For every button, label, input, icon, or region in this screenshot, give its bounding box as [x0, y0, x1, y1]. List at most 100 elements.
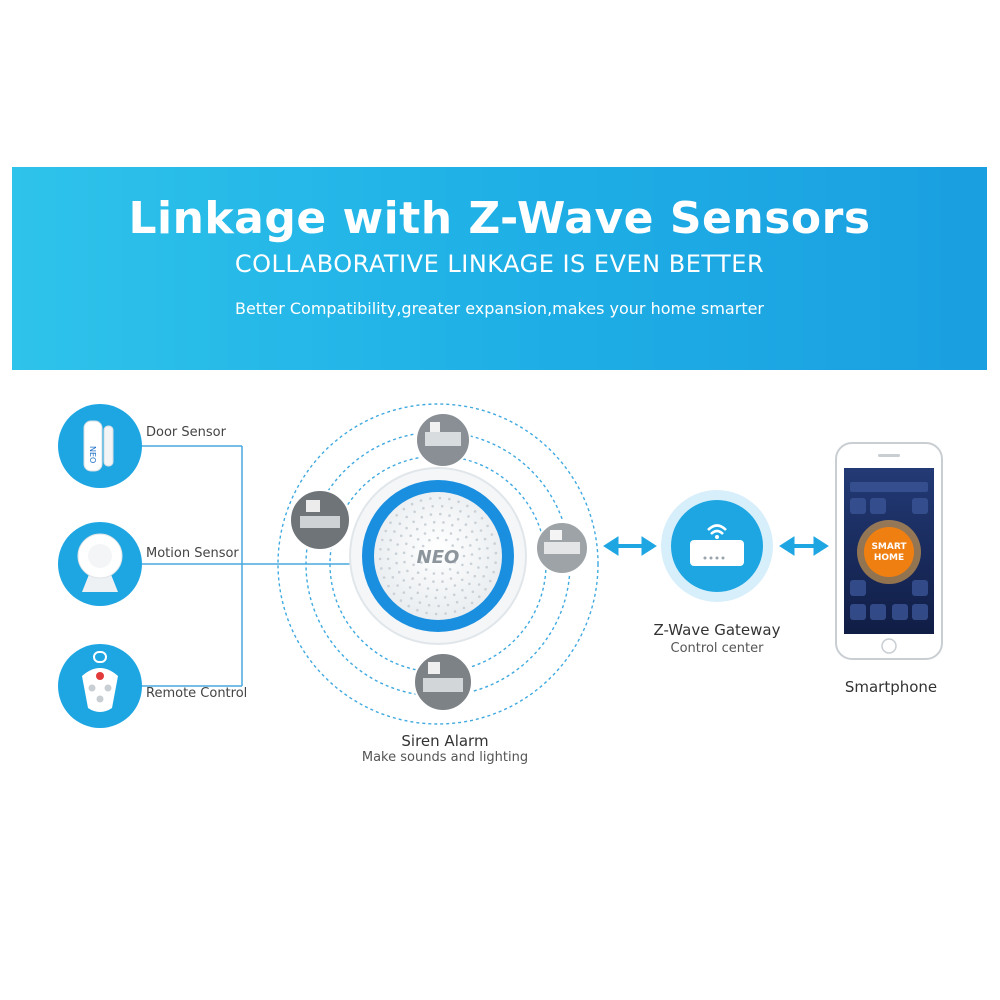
speaker-hole: [492, 570, 496, 574]
speaker-hole: [422, 506, 425, 510]
speaker-hole: [396, 543, 399, 546]
speaker-hole: [378, 557, 382, 561]
speaker-hole: [419, 499, 423, 502]
speaker-hole: [418, 583, 421, 586]
speaker-hole: [493, 542, 497, 545]
speaker-hole: [425, 595, 428, 598]
speaker-hole: [490, 533, 494, 536]
speaker-hole: [420, 515, 424, 519]
speaker-hole: [397, 570, 401, 574]
speaker-hole: [424, 568, 428, 571]
speaker-hole: [449, 532, 453, 535]
speaker-hole: [462, 606, 466, 610]
speaker-hole: [471, 590, 475, 594]
speaker-hole: [384, 529, 388, 533]
speaker-hole: [461, 545, 464, 549]
speaker-hole: [380, 567, 383, 570]
speaker-hole: [443, 596, 447, 599]
speaker-hole: [454, 552, 458, 555]
speaker-hole: [395, 561, 398, 565]
speaker-hole: [434, 596, 438, 600]
speaker-hole: [432, 572, 436, 575]
speaker-hole: [469, 562, 473, 566]
speaker-hole: [410, 502, 414, 506]
speaker-hole: [439, 512, 442, 516]
speaker-hole: [432, 520, 436, 524]
double-arrow-siren-gateway: [603, 536, 657, 556]
svg-text:NEO: NEO: [88, 446, 97, 463]
speaker-hole: [451, 544, 455, 547]
speaker-hole: [452, 593, 456, 597]
speaker-hole: [484, 588, 487, 591]
speaker-hole: [461, 588, 464, 592]
speaker-hole: [456, 517, 460, 521]
room-thumbnail-right: [535, 521, 589, 575]
smartphone-label: Smartphone: [844, 678, 938, 696]
speaker-hole: [405, 526, 408, 530]
speaker-hole: [421, 544, 425, 548]
speaker-hole: [494, 551, 498, 555]
speaker-hole: [392, 592, 396, 596]
speaker-hole: [382, 576, 386, 579]
speaker-hole: [448, 497, 451, 501]
speaker-hole: [393, 530, 396, 533]
speaker-hole: [486, 524, 489, 528]
speaker-hole: [444, 612, 447, 615]
room-thumbnail-bottom: [413, 652, 473, 712]
smart-home-badge-line1: SMART: [871, 542, 907, 552]
speaker-hole: [434, 612, 438, 616]
speaker-hole: [416, 538, 420, 541]
speaker-hole: [412, 520, 415, 524]
speaker-hole: [416, 571, 420, 574]
speaker-hole: [459, 510, 462, 513]
speaker-hole: [429, 513, 433, 516]
speaker-hole: [494, 561, 497, 564]
speaker-hole: [412, 563, 415, 567]
sensor-connector-lines: [142, 445, 350, 687]
speaker-hole: [389, 521, 392, 524]
speaker-hole: [483, 537, 487, 541]
speaker-hole: [482, 575, 486, 578]
speaker-hole: [425, 611, 428, 615]
speaker-hole: [412, 545, 415, 549]
speaker-hole: [438, 496, 442, 500]
speaker-hole: [465, 535, 468, 539]
page-tagline: Better Compatibility,greater expansion,m…: [234, 299, 765, 318]
speaker-hole: [423, 577, 427, 580]
speaker-hole: [441, 572, 444, 575]
speaker-hole: [477, 583, 481, 586]
smart-home-badge-line2: HOME: [874, 553, 904, 563]
speaker-hole: [489, 579, 492, 583]
speaker-hole: [486, 556, 490, 560]
siren-alarm-label: Siren Alarm: [401, 732, 489, 750]
speaker-hole: [458, 528, 462, 532]
speaker-hole: [450, 506, 453, 510]
speaker-hole: [466, 504, 469, 508]
speaker-hole: [486, 547, 489, 550]
speaker-hole: [480, 516, 484, 520]
speaker-hole: [405, 542, 408, 546]
speaker-hole: [445, 587, 448, 591]
speaker-hole: [451, 523, 454, 527]
speaker-hole: [431, 505, 435, 508]
speaker-hole: [394, 552, 398, 555]
speaker-hole: [478, 547, 481, 551]
speaker-hole: [402, 507, 406, 511]
speaker-hole: [464, 596, 467, 600]
speaker-hole: [448, 568, 452, 571]
remote-control-label: Remote Control: [146, 686, 248, 701]
motion-sensor-icon: [58, 522, 142, 606]
speaker-hole: [470, 530, 474, 533]
speaker-hole: [478, 595, 481, 598]
double-arrow-gateway-phone: [779, 536, 829, 556]
speaker-hole: [410, 554, 414, 558]
speaker-hole: [416, 591, 420, 595]
speaker-hole: [389, 538, 392, 542]
speaker-hole: [399, 599, 403, 602]
speaker-hole: [440, 504, 444, 508]
speaker-hole: [453, 610, 457, 613]
speaker-hole: [396, 584, 399, 587]
speaker-hole: [468, 582, 471, 586]
speaker-hole: [436, 536, 440, 540]
speaker-hole: [441, 580, 444, 583]
